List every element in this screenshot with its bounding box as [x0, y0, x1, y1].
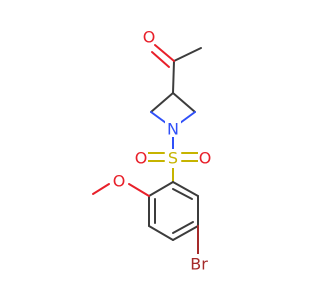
sulfonyl-oxygen-left-label: O [135, 149, 148, 168]
azetidine-bond-top-right [172, 92, 196, 113]
carbonyl-oxygen-atom: O [141, 24, 159, 47]
sulfur-label: S [168, 149, 178, 168]
methoxy-o-methyl-bond [92, 183, 110, 195]
carbonyl-azetidine-bond [172, 60, 175, 94]
ring-bond-6-inner [172, 188, 193, 200]
ring-bond-6 [172, 181, 199, 197]
azetidine-bond-left-n [150, 111, 167, 124]
sulfonyl-oxygen-left-atom: O [134, 149, 148, 168]
sulfonyl-oxygen-right-label: O [199, 149, 212, 168]
azetidine-bond-top-left [150, 92, 174, 113]
ring-bond-4 [172, 225, 199, 241]
carbonyl-oxygen-label: O [143, 28, 156, 47]
ring-bond-4-inner [172, 221, 194, 234]
chemical-structure: O N S O O O Br [92, 24, 212, 274]
methoxy-oxygen-label: O [113, 172, 126, 191]
aryl-methoxy-o-bond [128, 183, 150, 197]
ring-bond-1 [148, 181, 174, 197]
methoxy-oxygen-atom: O [110, 172, 128, 192]
ring-bond-3 [148, 225, 174, 241]
methyl-carbonyl-bond [173, 47, 202, 62]
carbonyl-double-bond-1 [154, 44, 175, 62]
sulfur-atom: S [166, 149, 180, 168]
bromine-atom: Br [187, 254, 211, 274]
azetidine-bond-right-n [179, 111, 196, 124]
ring-nitrogen-label: N [167, 120, 179, 139]
ring-nitrogen-atom: N [165, 119, 181, 139]
carbonyl-double-bond-2 [151, 51, 170, 68]
bromine-label: Br [190, 255, 208, 274]
sulfonyl-oxygen-right-atom: O [198, 149, 212, 168]
